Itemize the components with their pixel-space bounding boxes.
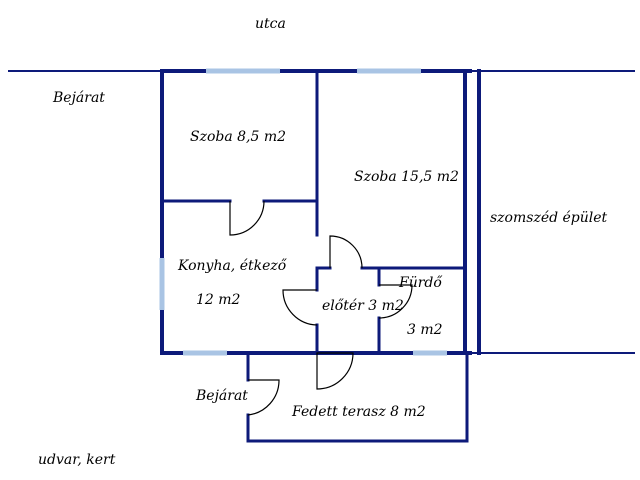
door-terrace-entrance	[247, 379, 280, 416]
label-room-large: Szoba 15,5 m2	[354, 169, 459, 185]
label-yard: udvar, kert	[38, 452, 116, 468]
labels: utca Bejárat Szoba 8,5 m2 Szoba 15,5 m2 …	[38, 16, 608, 468]
walls	[160, 69, 481, 443]
label-hall: előtér 3 m2	[322, 298, 404, 314]
windows	[159, 68, 447, 356]
door-hall-left	[282, 289, 318, 326]
boundary-lines	[8, 70, 635, 354]
door-hall-top	[329, 235, 363, 269]
label-bath: Fürdő	[398, 275, 443, 291]
door-bath	[378, 284, 413, 319]
label-terrace: Fedett terasz 8 m2	[291, 404, 426, 420]
label-kitchen-area: 12 m2	[196, 292, 241, 308]
doors	[229, 200, 413, 416]
label-entrance-top: Bejárat	[52, 90, 105, 106]
label-kitchen: Konyha, étkező	[177, 258, 288, 274]
label-neighbor: szomszéd épület	[490, 210, 608, 226]
door-hall-bottom	[316, 352, 354, 390]
label-entrance-bottom: Bejárat	[195, 388, 248, 404]
label-room-small: Szoba 8,5 m2	[190, 129, 286, 145]
door-small-room	[229, 200, 265, 236]
label-bath-area: 3 m2	[407, 322, 443, 338]
label-street: utca	[255, 16, 286, 32]
